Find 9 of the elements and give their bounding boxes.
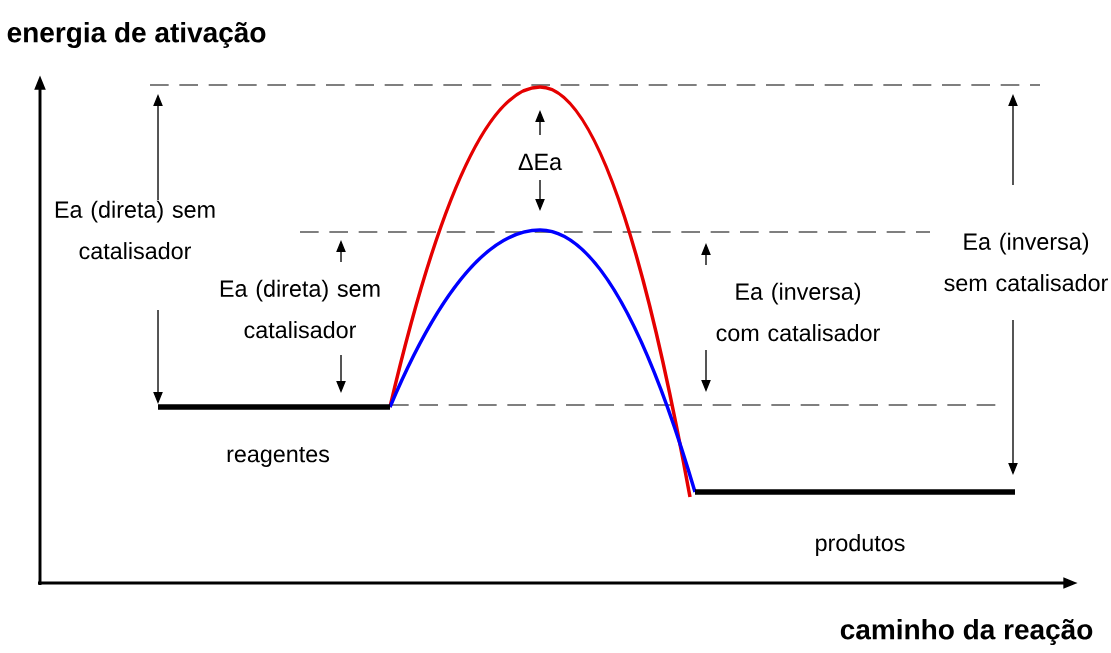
annotation-label: Ea (inversa) sem catalisador — [944, 232, 1108, 292]
axis-title: energia de ativação — [7, 21, 266, 49]
level-label: produtos — [816, 534, 905, 556]
annotation-label: Ea (direta) sem catalisador — [220, 279, 380, 339]
level-label: reagentes — [227, 447, 330, 467]
axis-title: caminho da reação — [840, 618, 1093, 646]
annotation-label: ΔEa — [518, 153, 563, 171]
annotation-label: Ea (direta) sem catalisador — [55, 200, 215, 260]
annotation-label: Ea (inversa) com catalisador — [716, 282, 880, 342]
